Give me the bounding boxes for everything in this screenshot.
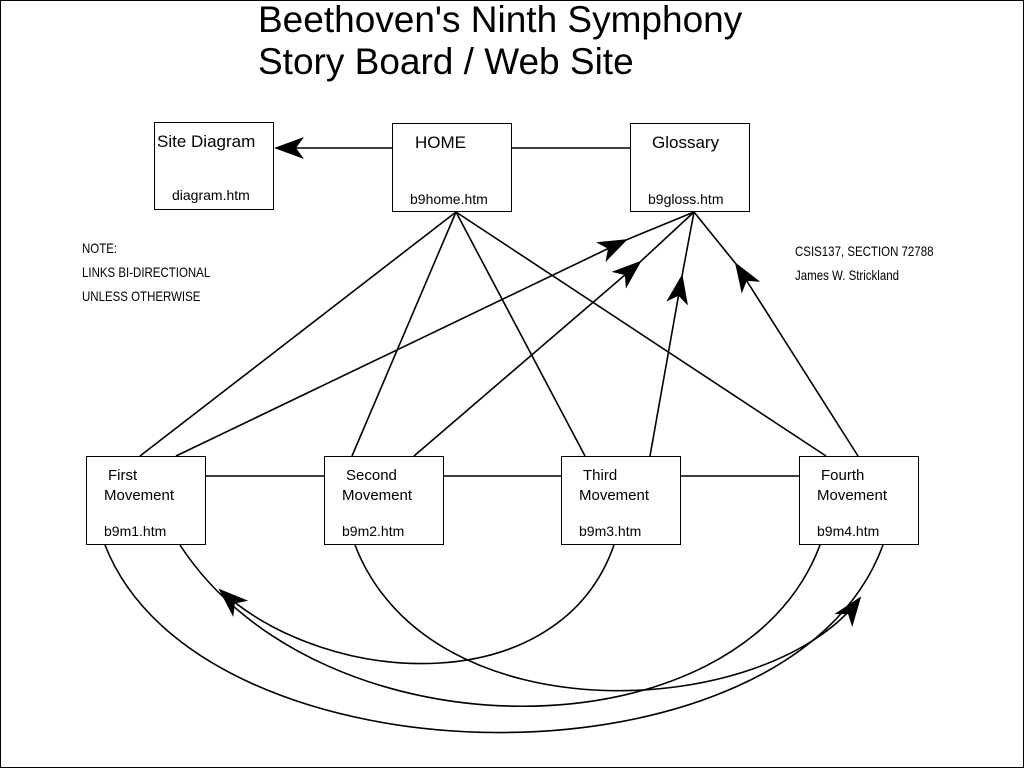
node-fourth-movement-line1: Fourth [821,467,865,484]
node-third-movement-file: b9m3.htm [579,523,642,539]
node-glossary-file: b9gloss.htm [648,191,724,207]
node-first-movement-file: b9m1.htm [104,523,167,539]
glossary-fan-1 [625,211,695,241]
node-glossary: Glossary b9gloss.htm [630,123,750,212]
curve-m1-m4 [104,544,884,734]
node-second-movement-line1: Second [346,467,397,484]
node-fourth-movement: Fourth Movement b9m4.htm [799,456,919,545]
note-heading: NOTE: [82,240,118,256]
node-fourth-movement-line2: Movement [817,487,888,504]
node-home-name: HOME [415,133,466,152]
credit-author: James W. Strickland [795,267,899,283]
link-home-m4 [455,211,827,457]
note-line-3: UNLESS OTHERWISE [82,288,201,304]
glossary-fan-2 [639,211,695,263]
node-site-diagram-file: diagram.htm [172,187,250,203]
node-site-diagram-name: Site Diagram [157,132,256,151]
node-site-diagram: Site Diagram diagram.htm [154,122,274,210]
link-m2-to-glossary [413,260,642,457]
node-third-movement-line1: Third [583,467,618,484]
node-second-movement: Second Movement b9m2.htm [324,456,444,545]
node-third-movement: Third Movement b9m3.htm [561,456,681,545]
curve-m2-m4 [354,544,862,692]
curve-m4-m1 [179,544,821,707]
node-fourth-movement-file: b9m4.htm [817,523,880,539]
node-second-movement-file: b9m2.htm [342,523,405,539]
node-glossary-name: Glossary [652,133,720,152]
link-home-m2 [351,211,457,457]
curve-m3-to-m1 [218,544,615,665]
node-home-file: b9home.htm [410,191,488,207]
node-first-movement-line1: First [108,467,138,484]
node-second-movement-line2: Movement [342,487,413,504]
node-home: HOME b9home.htm [392,123,512,212]
credit-course: CSIS137, SECTION 72788 [795,243,934,259]
node-first-movement-line2: Movement [104,487,175,504]
credit-block: CSIS137, SECTION 72788 James W. Strickla… [795,239,933,287]
note-line-2: LINKS BI-DIRECTIONAL [82,264,211,280]
glossary-fan-4 [693,211,737,265]
node-first-movement: First Movement b9m1.htm [86,456,206,545]
page-title: Beethoven's Ninth Symphony [258,0,743,40]
node-third-movement-line2: Movement [579,487,650,504]
link-m4-to-glossary [734,262,859,457]
link-m3-to-glossary [649,274,688,457]
note-block: NOTE: LINKS BI-DIRECTIONAL UNLESS OTHERW… [82,236,210,308]
link-home-m3 [455,211,586,457]
page-subtitle: Story Board / Web Site [258,41,634,82]
link-home-m1 [139,211,457,457]
glossary-fan-3 [681,211,695,277]
link-m1-to-glossary [175,239,628,457]
